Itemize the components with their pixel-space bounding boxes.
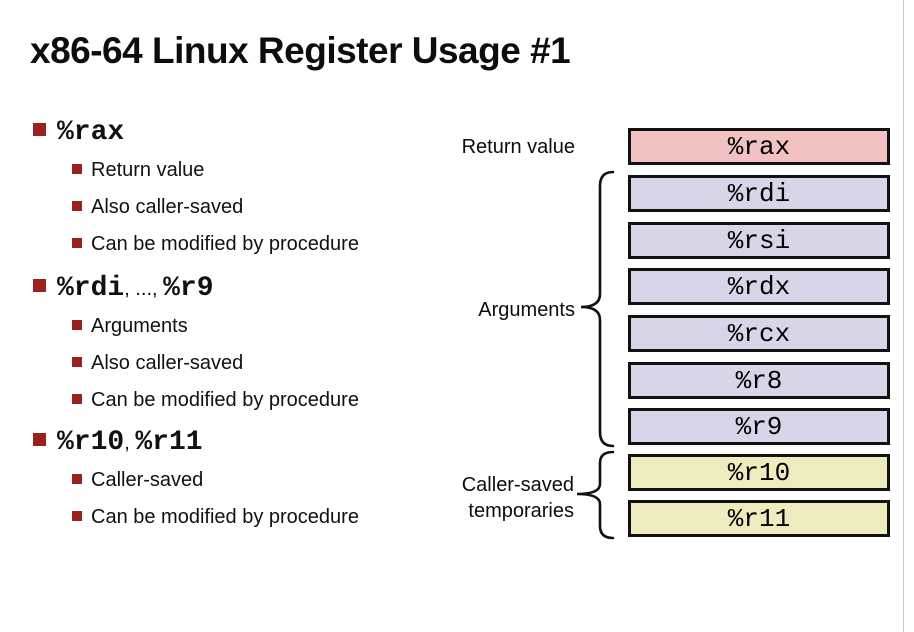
- sub-bullet-label: Caller-saved: [91, 469, 204, 491]
- register-name: %r11: [135, 427, 203, 458]
- register-box-label: %r8: [735, 365, 783, 396]
- register-box-label: %r11: [727, 503, 791, 534]
- sub-bullet: Also caller-saved: [72, 351, 243, 375]
- sub-bullet: Can be modified by procedure: [72, 388, 359, 412]
- bullet-marker: [33, 123, 46, 136]
- caller-saved-temporaries-label: Caller-saved temporaries: [398, 472, 574, 524]
- sub-bullet: Can be modified by procedure: [72, 232, 359, 256]
- separator-text: , ...,: [124, 278, 164, 300]
- sub-bullet-label: Can be modified by procedure: [91, 506, 359, 528]
- sub-bullet-label: Return value: [91, 159, 205, 181]
- bullet-heading-r10-r11: %r10, %r11: [33, 424, 203, 459]
- register-name: %r9: [163, 273, 214, 304]
- register-box-rdi: %rdi: [628, 175, 890, 212]
- sub-bullet: Return value: [72, 158, 204, 182]
- sub-bullet-label: Also caller-saved: [91, 352, 244, 374]
- caller-saved-label-line2: temporaries: [468, 500, 574, 522]
- arguments-label: Arguments: [478, 299, 575, 321]
- register-box-r8: %r8: [628, 362, 890, 399]
- bullet-marker: [33, 279, 46, 292]
- register-box-label: %rax: [727, 131, 791, 162]
- bullet-marker: [72, 357, 82, 367]
- bullet-marker: [72, 320, 82, 330]
- register-box-label: %rdi: [727, 178, 791, 209]
- bullet-marker: [72, 164, 82, 174]
- bullet-marker: [72, 238, 82, 248]
- register-name: %rax: [57, 117, 125, 148]
- register-box-rdx: %rdx: [628, 268, 890, 305]
- slide-title: x86-64 Linux Register Usage #1: [30, 30, 571, 71]
- bullet-marker: [72, 201, 82, 211]
- sub-bullet: Also caller-saved: [72, 195, 243, 219]
- caller-saved-label-line1: Caller-saved: [461, 474, 574, 496]
- slide-edge-line: [903, 0, 904, 632]
- bullet-marker: [72, 511, 82, 521]
- sub-bullet-label: Arguments: [91, 315, 188, 337]
- register-box-label: %r10: [727, 457, 791, 488]
- sub-bullet-label: Can be modified by procedure: [91, 389, 359, 411]
- sub-bullet-label: Can be modified by procedure: [91, 233, 359, 255]
- sub-bullet: Arguments: [72, 314, 188, 338]
- register-box-r10: %r10: [628, 454, 890, 491]
- bullet-heading-rax: %rax: [33, 114, 124, 149]
- bullet-marker: [72, 474, 82, 484]
- register-box-rsi: %rsi: [628, 222, 890, 259]
- register-box-label: %rcx: [727, 318, 791, 349]
- register-box-rcx: %rcx: [628, 315, 890, 352]
- sub-bullet: Can be modified by procedure: [72, 505, 359, 529]
- separator-text: ,: [124, 432, 136, 454]
- bullet-marker: [72, 394, 82, 404]
- register-box-r11: %r11: [628, 500, 890, 537]
- caller-saved-brace: [576, 450, 615, 540]
- sub-bullet-label: Also caller-saved: [91, 196, 244, 218]
- register-name: %r10: [57, 427, 125, 458]
- register-box-r9: %r9: [628, 408, 890, 445]
- register-name: %rdi: [57, 273, 125, 304]
- heading-text: %r10, %r11: [57, 424, 203, 458]
- return-value-label: Return value: [461, 136, 575, 158]
- heading-text: %rdi, ..., %r9: [57, 270, 214, 304]
- sub-bullet: Caller-saved: [72, 468, 203, 492]
- register-box-rax: %rax: [628, 128, 890, 165]
- arguments-brace: [580, 170, 615, 448]
- register-box-label: %r9: [735, 411, 783, 442]
- register-box-label: %rsi: [727, 225, 791, 256]
- bullet-heading-rdi-r9: %rdi, ..., %r9: [33, 270, 214, 305]
- bullet-marker: [33, 433, 46, 446]
- heading-text: %rax: [57, 114, 125, 148]
- register-box-label: %rdx: [727, 271, 791, 302]
